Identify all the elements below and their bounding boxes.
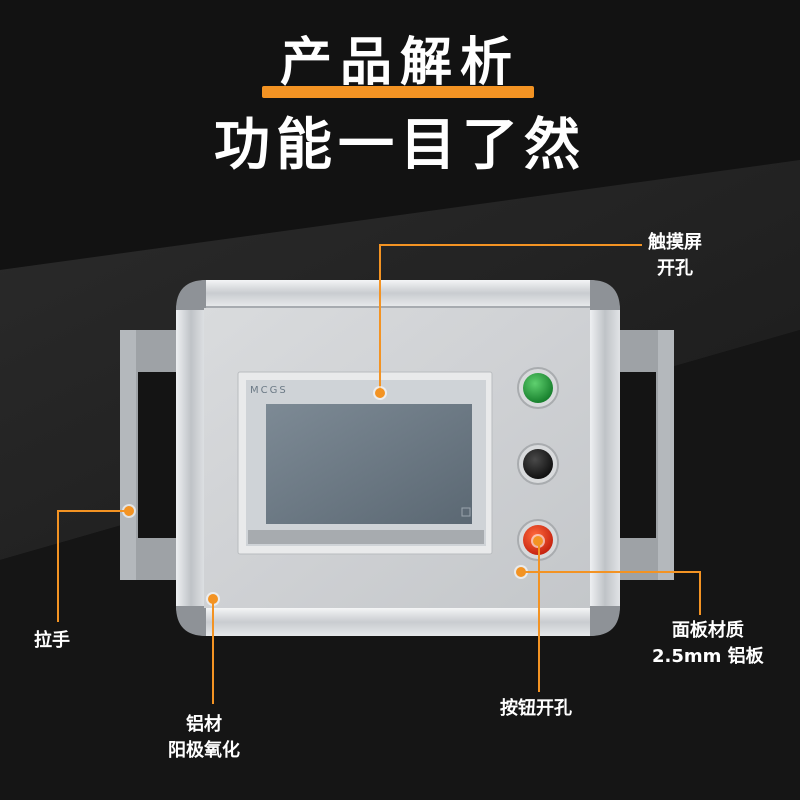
panel-leader-h — [522, 571, 700, 573]
handle-callout: 拉手 — [34, 630, 70, 651]
handle-leader-h — [58, 510, 128, 512]
panel-marker — [516, 567, 526, 577]
button-leader-v — [538, 542, 540, 692]
panel-callout: 面板材质 2.5mm 铝板 — [652, 618, 764, 670]
panel-callout-line2: 2.5mm 铝板 — [652, 646, 764, 667]
touchscreen-callout: 触摸屏 开孔 — [648, 230, 702, 282]
handle-marker — [124, 506, 134, 516]
button-marker — [533, 536, 543, 546]
touchscreen-callout-line1: 触摸屏 — [648, 232, 702, 253]
touchscreen-leader-h — [380, 244, 642, 246]
page-subtitle: 功能一目了然 — [214, 113, 586, 178]
aluminum-callout: 铝材 阳极氧化 — [168, 712, 240, 764]
right-handle — [612, 330, 674, 580]
aluminum-marker — [208, 594, 218, 604]
screen-brand-label: MCGS — [250, 385, 288, 396]
touchscreen-marker — [375, 388, 385, 398]
aluminum-callout-line1: 铝材 — [186, 714, 222, 735]
handle-leader-v — [57, 510, 59, 622]
touchscreen-callout-line2: 开孔 — [657, 258, 693, 279]
title-underline — [262, 86, 534, 98]
button-callout: 按钮开孔 — [500, 698, 572, 719]
panel-callout-line1: 面板材质 — [671, 620, 744, 641]
aluminum-callout-line2: 阳极氧化 — [168, 740, 240, 761]
left-handle — [120, 330, 182, 580]
touchscreen-leader-v — [379, 244, 381, 392]
page-title: 产品解析 — [279, 33, 520, 93]
aluminum-leader-v — [212, 600, 214, 704]
panel-leader-v — [699, 571, 701, 615]
